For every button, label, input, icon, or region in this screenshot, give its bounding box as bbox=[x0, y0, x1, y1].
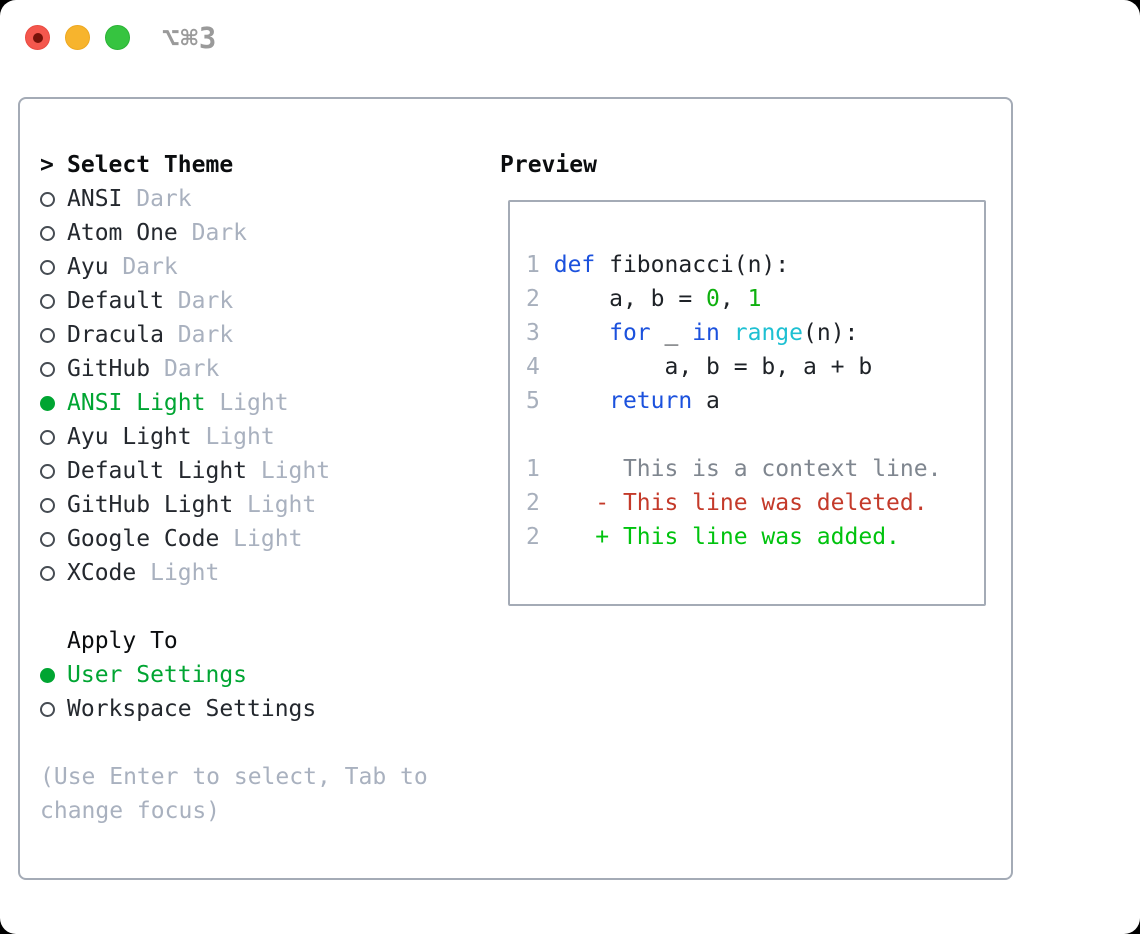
code-line: 3 for _ in range(n): bbox=[526, 320, 859, 346]
theme-name: Default Light bbox=[67, 458, 248, 484]
close-dot-icon bbox=[32, 32, 43, 43]
select-theme-header: > Select Theme bbox=[40, 148, 480, 182]
apply-option-user-settings[interactable]: User Settings bbox=[40, 658, 480, 692]
theme-option-ayu[interactable]: Ayu Dark bbox=[40, 250, 480, 284]
radio-icon bbox=[40, 463, 67, 479]
radio-icon bbox=[40, 531, 67, 547]
theme-name: ANSI bbox=[67, 186, 123, 212]
theme-name: Ayu bbox=[67, 254, 109, 280]
theme-option-ansi-light[interactable]: ANSI Light Light bbox=[40, 386, 480, 420]
theme-name: ANSI Light bbox=[67, 390, 206, 416]
code-line: 5 return a bbox=[526, 388, 720, 414]
apply-to-title: Apply To bbox=[67, 628, 178, 654]
radio-icon bbox=[40, 565, 67, 581]
radio-icon bbox=[40, 497, 67, 513]
code-line: 1 def fibonacci(n): bbox=[526, 252, 790, 278]
apply-option-label: User Settings bbox=[67, 662, 248, 688]
theme-variant: Dark bbox=[177, 220, 248, 246]
titlebar: ⌥⌘3 bbox=[0, 0, 1140, 97]
theme-name: Default bbox=[67, 288, 164, 314]
theme-name: XCode bbox=[67, 560, 137, 586]
diff-line-deleted: 2 - This line was deleted. bbox=[526, 490, 928, 516]
code-preview: 1 def fibonacci(n): 2 a, b = 0, 1 3 for _ … bbox=[510, 202, 984, 554]
code-line: 2 a, b = 0, 1 bbox=[526, 286, 762, 312]
theme-option-google-code[interactable]: Google Code Light bbox=[40, 522, 480, 556]
theme-name: GitHub bbox=[67, 356, 151, 382]
theme-variant: Light bbox=[191, 424, 275, 450]
theme-option-default-light[interactable]: Default Light Light bbox=[40, 454, 480, 488]
theme-variant: Light bbox=[205, 390, 289, 416]
code-line: 4 a, b = b, a + b bbox=[526, 354, 873, 380]
theme-option-dracula[interactable]: Dracula Dark bbox=[40, 318, 480, 352]
radio-selected-icon bbox=[40, 667, 67, 683]
help-text: (Use Enter to select, Tab to change focu… bbox=[40, 764, 428, 824]
theme-variant: Dark bbox=[163, 322, 234, 348]
theme-variant: Light bbox=[219, 526, 303, 552]
theme-name: Ayu Light bbox=[67, 424, 192, 450]
theme-option-default[interactable]: Default Dark bbox=[40, 284, 480, 318]
theme-option-xcode[interactable]: XCode Light bbox=[40, 556, 480, 590]
theme-name: Atom One bbox=[67, 220, 178, 246]
radio-icon bbox=[40, 701, 67, 717]
radio-icon bbox=[40, 361, 67, 377]
theme-variant: Light bbox=[233, 492, 317, 518]
radio-icon bbox=[40, 225, 67, 241]
radio-icon bbox=[40, 293, 67, 309]
theme-option-atom-one[interactable]: Atom One Dark bbox=[40, 216, 480, 250]
preview-title: Preview bbox=[500, 152, 597, 178]
theme-variant: Light bbox=[136, 560, 220, 586]
apply-option-workspace-settings[interactable]: Workspace Settings bbox=[40, 692, 480, 726]
zoom-button[interactable] bbox=[105, 25, 130, 50]
radio-selected-icon bbox=[40, 395, 67, 411]
theme-name: Dracula bbox=[67, 322, 164, 348]
theme-variant: Light bbox=[247, 458, 331, 484]
radio-icon bbox=[40, 327, 67, 343]
apply-option-label: Workspace Settings bbox=[67, 696, 317, 722]
close-button[interactable] bbox=[25, 25, 50, 50]
theme-variant: Dark bbox=[150, 356, 220, 382]
theme-variant: Dark bbox=[108, 254, 178, 280]
diff-line-added: 2 + This line was added. bbox=[526, 524, 900, 550]
apply-to-header: Apply To bbox=[40, 624, 480, 658]
theme-variant: Dark bbox=[163, 288, 234, 314]
pointer-icon: > bbox=[40, 152, 54, 178]
preview-box: 1 def fibonacci(n): 2 a, b = 0, 1 3 for _ … bbox=[508, 200, 986, 606]
theme-option-ayu-light[interactable]: Ayu Light Light bbox=[40, 420, 480, 454]
theme-option-github[interactable]: GitHub Dark bbox=[40, 352, 480, 386]
theme-name: GitHub Light bbox=[67, 492, 234, 518]
theme-option-ansi[interactable]: ANSI Dark bbox=[40, 182, 480, 216]
diff-line-context: 1 This is a context line. bbox=[526, 456, 942, 482]
select-theme-title: Select Theme bbox=[67, 152, 234, 178]
radio-icon bbox=[40, 191, 67, 207]
radio-icon bbox=[40, 259, 67, 275]
theme-variant: Dark bbox=[122, 186, 192, 212]
window-title: ⌥⌘3 bbox=[162, 21, 218, 55]
radio-icon bbox=[40, 429, 67, 445]
theme-option-github-light[interactable]: GitHub Light Light bbox=[40, 488, 480, 522]
theme-name: Google Code bbox=[67, 526, 220, 552]
minimize-button[interactable] bbox=[65, 25, 90, 50]
